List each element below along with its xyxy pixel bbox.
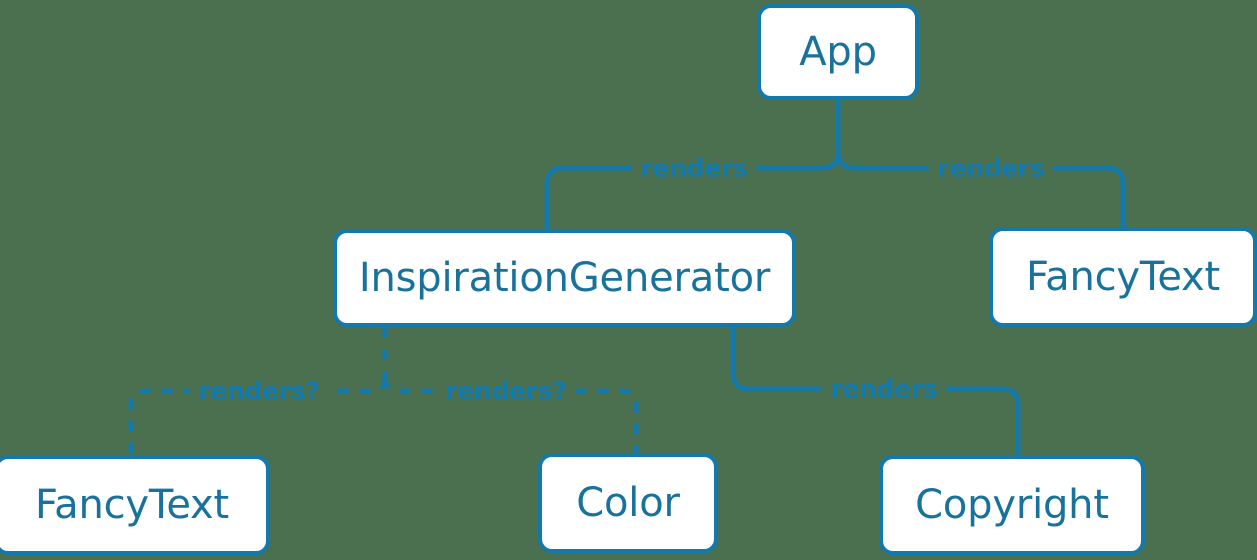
- node-inspirationgenerator-label: InspirationGenerator: [358, 255, 771, 301]
- node-fancytext-bottom-label: FancyText: [35, 482, 229, 528]
- edge-inspirationgenerator-to-fancytext-bottom: [128, 377, 388, 455]
- edge-label-app-to-inspirationgenerator: renders: [631, 155, 757, 181]
- node-fancytext-bottom[interactable]: FancyText: [0, 455, 270, 555]
- node-fancytext-top-label: FancyText: [1026, 254, 1220, 300]
- edge-app-to-fancytext-top: [835, 151, 1126, 227]
- node-app-label: App: [799, 29, 877, 75]
- node-app[interactable]: App: [757, 4, 919, 100]
- edge-label-app-to-fancytext-top: renders: [928, 155, 1054, 181]
- edge-inspirationgenerator-to-color: [382, 377, 639, 453]
- node-color[interactable]: Color: [538, 453, 718, 553]
- edge-label-inspirationgenerator-to-copyright: renders: [821, 376, 947, 402]
- edge-label-inspirationgenerator-to-fancytext-bottom: renders?: [189, 378, 329, 404]
- node-fancytext-top[interactable]: FancyText: [989, 227, 1257, 327]
- node-inspirationgenerator[interactable]: InspirationGenerator: [333, 229, 796, 327]
- node-color-label: Color: [576, 480, 680, 526]
- edge-label-inspirationgenerator-to-color: renders?: [436, 378, 576, 404]
- edge-app-to-inspirationgenerator: [544, 151, 841, 229]
- node-copyright-label: Copyright: [915, 482, 1109, 528]
- node-copyright[interactable]: Copyright: [879, 455, 1145, 555]
